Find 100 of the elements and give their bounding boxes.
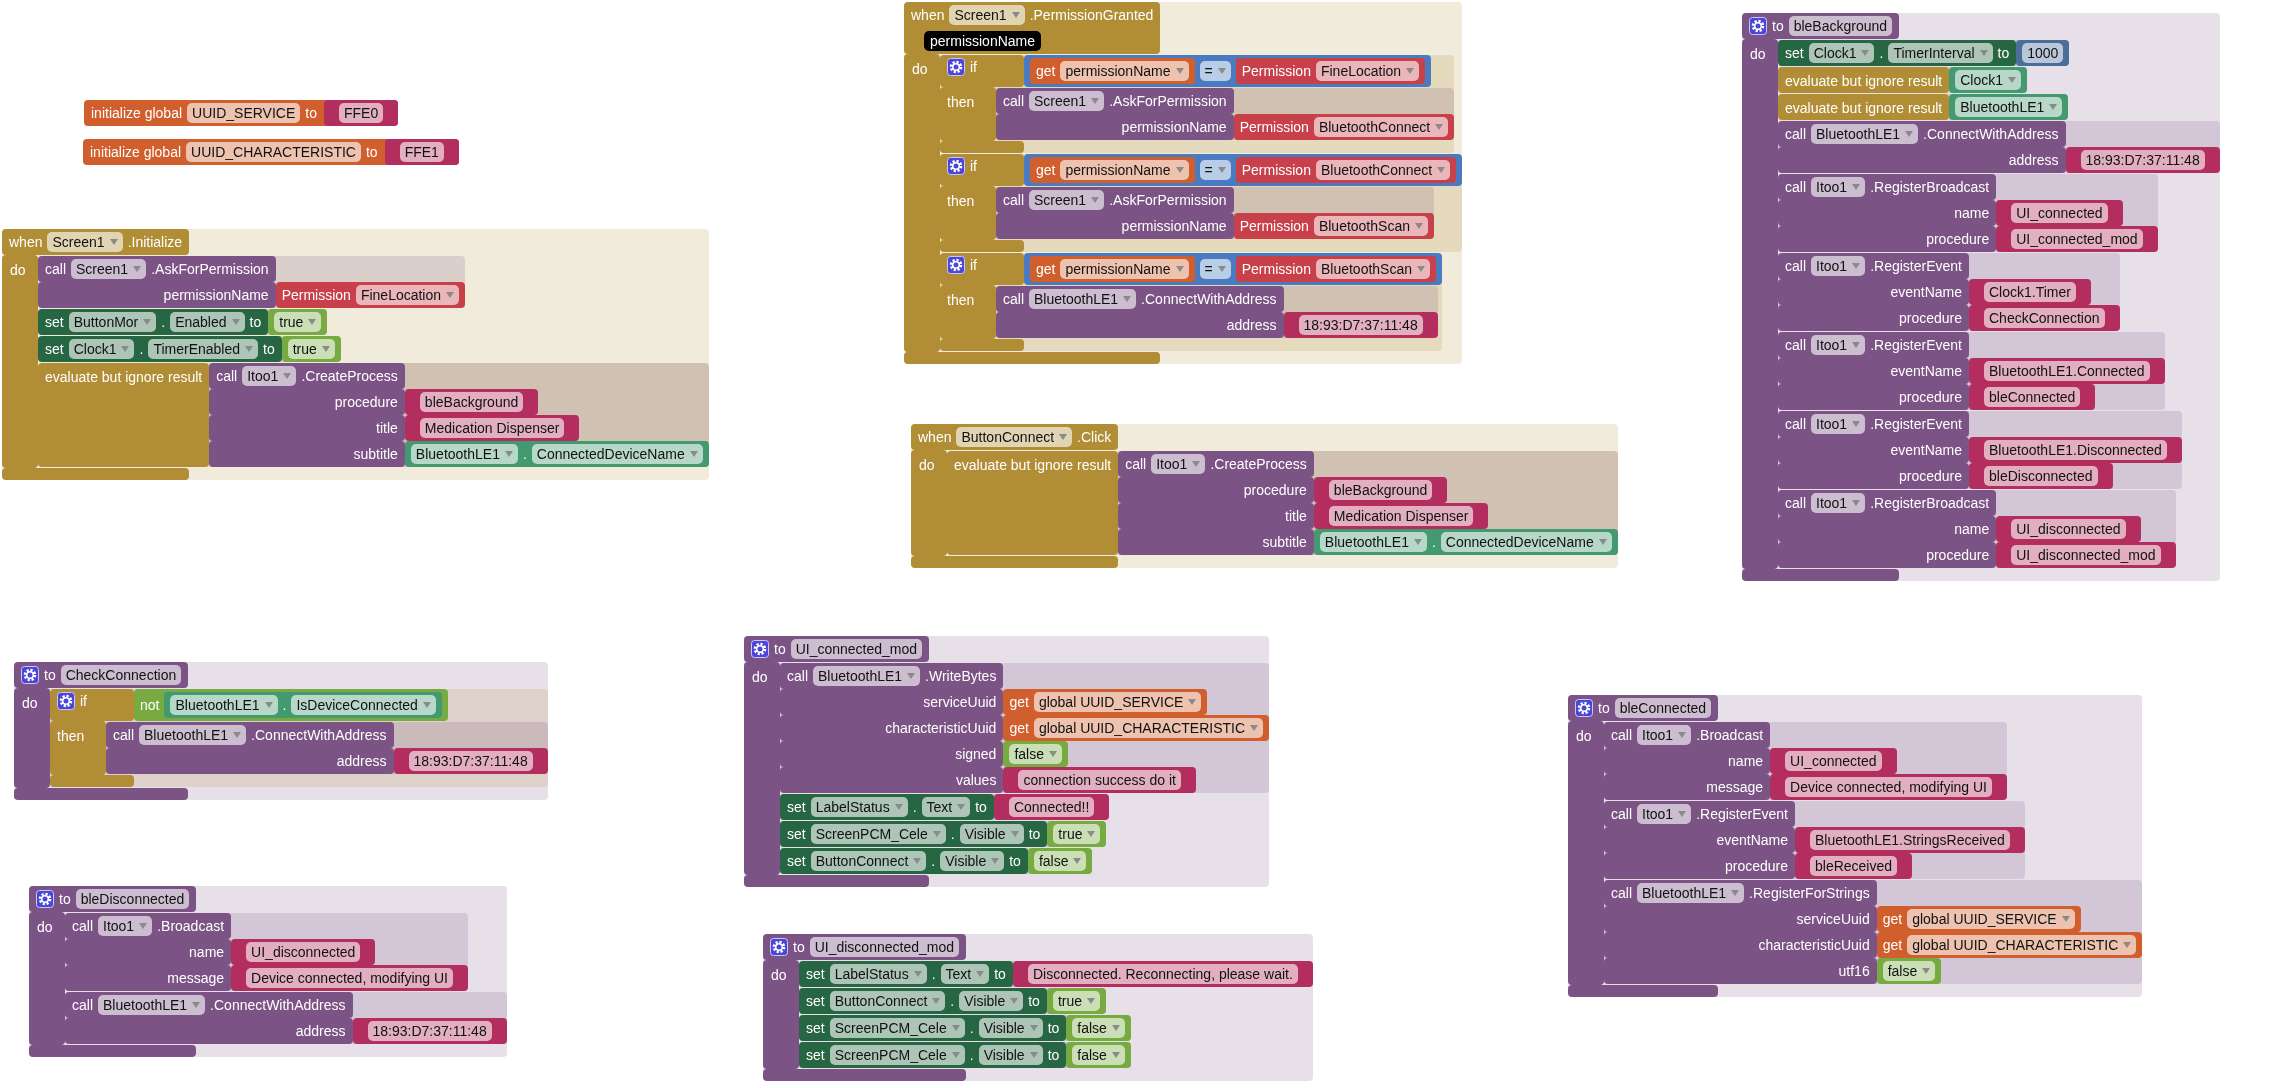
method-call-block: [65, 913, 468, 991]
dropdown-field: ButtonConnect: [956, 427, 1073, 447]
string-value: BluetoothLE1.Disconnected: [1984, 440, 2167, 460]
text-block: [1012, 961, 1313, 987]
block-keyword: call: [1785, 125, 1806, 143]
variable-declaration-block: [83, 139, 459, 165]
dropdown-field: false: [1882, 961, 1936, 981]
dropdown-field: Itoo1: [1811, 256, 1866, 276]
block-keyword: call: [72, 917, 93, 935]
if-block: [940, 154, 1463, 252]
dropdown-field: Visible: [978, 1045, 1043, 1065]
argument-label: utf16: [1838, 962, 1870, 980]
block-keyword: to: [1772, 17, 1784, 35]
block-keyword: initialize global: [91, 104, 183, 122]
text-block: [404, 389, 539, 415]
dropdown-field: ConnectedDeviceName: [531, 444, 703, 464]
block-keyword: do: [1576, 728, 1592, 744]
block-keyword: .WriteBytes: [925, 667, 997, 685]
argument-label: characteristicUuid: [1758, 936, 1870, 954]
block-keyword: do: [22, 695, 38, 711]
if-block: [50, 689, 548, 787]
block-keyword: .ConnectWithAddress: [1141, 290, 1277, 308]
block-keyword: do: [912, 61, 928, 77]
block-keyword: set: [806, 1019, 825, 1037]
argument-label: message: [1706, 778, 1764, 796]
block-keyword: .ConnectWithAddress: [1923, 125, 2059, 143]
permission-block: [1235, 256, 1437, 282]
argument-label: characteristicUuid: [885, 719, 997, 737]
text-block: [1283, 312, 1438, 338]
block-keyword: to: [1047, 1046, 1060, 1064]
dropdown-field: Screen1: [71, 259, 147, 279]
block-keyword: .AskForPermission: [1109, 191, 1227, 209]
argument-label: title: [1285, 507, 1307, 525]
setter-block: [38, 336, 341, 362]
getter-block: [1876, 906, 2081, 932]
method-call-block: [1604, 880, 2143, 984]
name-field: bleBackground: [1788, 16, 1893, 36]
argument-label: name: [1954, 204, 1990, 222]
dropdown-field: =: [1199, 160, 1231, 180]
boolean-block: [281, 336, 341, 362]
permission-block: [1233, 114, 1455, 140]
block-keyword: .: [1431, 533, 1436, 551]
argument-label: address: [336, 752, 387, 770]
text-block: [1969, 384, 2096, 410]
getter-block: [1003, 715, 1270, 741]
block-keyword: to: [1009, 852, 1021, 870]
block-keyword: .CreateProcess: [301, 367, 398, 385]
name-field: CheckConnection: [60, 665, 182, 685]
string-value: 18:93:D7:37:11:48: [1298, 315, 1423, 335]
dropdown-field: =: [1199, 61, 1231, 81]
string-value: UI_disconnected: [2011, 519, 2126, 539]
block-keyword: .: [1879, 44, 1884, 62]
block-keyword: do: [771, 967, 787, 983]
dropdown-field: Itoo1: [242, 366, 297, 386]
block-keyword: do: [37, 919, 53, 935]
block-keyword: to: [59, 890, 71, 908]
text-block: [1003, 767, 1196, 793]
argument-label: eventName: [1890, 441, 1962, 459]
block-keyword: if: [970, 157, 977, 175]
method-call-block: [1778, 411, 2182, 489]
setter-block: [780, 848, 1093, 874]
string-value: BluetoothLE1.Connected: [1984, 361, 2150, 381]
block-keyword: .AskForPermission: [151, 260, 269, 278]
block-keyword: call: [1125, 455, 1147, 473]
block-keyword: get: [1009, 719, 1029, 737]
block-keyword: Permission: [281, 286, 351, 304]
permission-block: [1235, 58, 1426, 84]
string-value: UI_connected: [2011, 203, 2108, 223]
string-value: Device connected, modifying UI: [1785, 777, 1992, 797]
text-block: [993, 794, 1110, 820]
string-value: UI_disconnected: [246, 942, 361, 962]
boolean-block: [1047, 821, 1107, 847]
setter-block: [38, 309, 328, 335]
string-value: CheckConnection: [1984, 308, 2105, 328]
setter-block: [1778, 40, 2070, 66]
dropdown-field: TimerInterval: [1888, 43, 1993, 63]
dropdown-field: Itoo1: [1811, 335, 1866, 355]
block-keyword: get: [1882, 910, 1903, 928]
block-keyword: .RegisterEvent: [1696, 805, 1788, 823]
boolean-block: [1003, 741, 1068, 767]
block-keyword: .Initialize: [127, 233, 183, 251]
dropdown-field: global UUID_SERVICE: [1907, 909, 2075, 929]
string-value: 18:93:D7:37:11:48: [367, 1021, 492, 1041]
dropdown-field: BluetoothLE1: [139, 725, 247, 745]
dropdown-field: Visible: [978, 1018, 1043, 1038]
block-keyword: do: [10, 262, 26, 278]
dropdown-field: Visible: [959, 824, 1024, 844]
block-keyword: call: [1611, 884, 1632, 902]
block-keyword: call: [1611, 805, 1632, 823]
permission-block: [1233, 213, 1434, 239]
evaluate-block: [1778, 67, 2027, 93]
argument-label: address: [1226, 316, 1277, 334]
argument-label: procedure: [1898, 388, 1962, 406]
block-keyword: call: [216, 367, 238, 385]
text-block: [1996, 542, 2176, 568]
dropdown-field: ScreenPCM_Cele: [810, 824, 946, 844]
dropdown-field: false: [1072, 1018, 1125, 1038]
comparison-block: [1024, 253, 1443, 285]
block-keyword: do: [752, 669, 768, 685]
string-value: bleDisconnected: [1984, 466, 2098, 486]
